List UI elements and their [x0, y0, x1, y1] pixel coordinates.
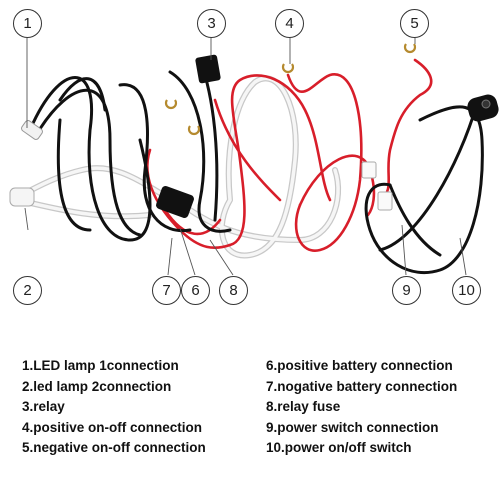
- legend-item-4: 4.positive on-off connection: [22, 419, 203, 435]
- fuse-holder: [156, 186, 194, 218]
- legend-right: 6.positive battery connection 7.nogative…: [266, 356, 457, 459]
- callout-9: 9: [392, 276, 421, 305]
- callout-7: 7: [152, 276, 181, 305]
- callout-1: 1: [13, 9, 42, 38]
- connector-led-2: [9, 187, 35, 207]
- callout-3: 3: [197, 9, 226, 38]
- callout-10: 10: [452, 276, 481, 305]
- white-connector: [361, 161, 393, 211]
- legend-item-2: 2.led lamp 2connection: [22, 378, 172, 394]
- callout-2: 2: [13, 276, 42, 305]
- black-wires: [28, 58, 484, 275]
- ring-terminals: [164, 43, 417, 136]
- callout-6: 6: [181, 276, 210, 305]
- power-switch-icon: [467, 94, 499, 122]
- legend-item-6: 6.positive battery connection: [266, 358, 453, 373]
- legend-item-8: 8.relay fuse: [266, 399, 341, 414]
- legend-item-9: 9.power switch connection: [266, 419, 439, 435]
- callout-4: 4: [275, 9, 304, 38]
- legend-item-7: 7.nogative battery connection: [266, 378, 458, 394]
- red-wires: [146, 58, 433, 252]
- legend-item-3: 3.relay: [22, 399, 65, 414]
- callout-8: 8: [219, 276, 248, 305]
- leader-lines: [24, 38, 467, 276]
- harness-illustration: [9, 38, 499, 276]
- relay-component: [195, 54, 221, 84]
- connector-led-1: [21, 120, 43, 140]
- legend-item-10: 10.power on/off switch: [266, 440, 412, 455]
- legend-item-5: 5.negative on-off connection: [22, 440, 206, 455]
- legend-left: 1.LED lamp 1connection 2.led lamp 2conne…: [22, 356, 206, 459]
- callout-5: 5: [400, 9, 429, 38]
- legend-item-1: 1.LED lamp 1connection: [22, 358, 179, 373]
